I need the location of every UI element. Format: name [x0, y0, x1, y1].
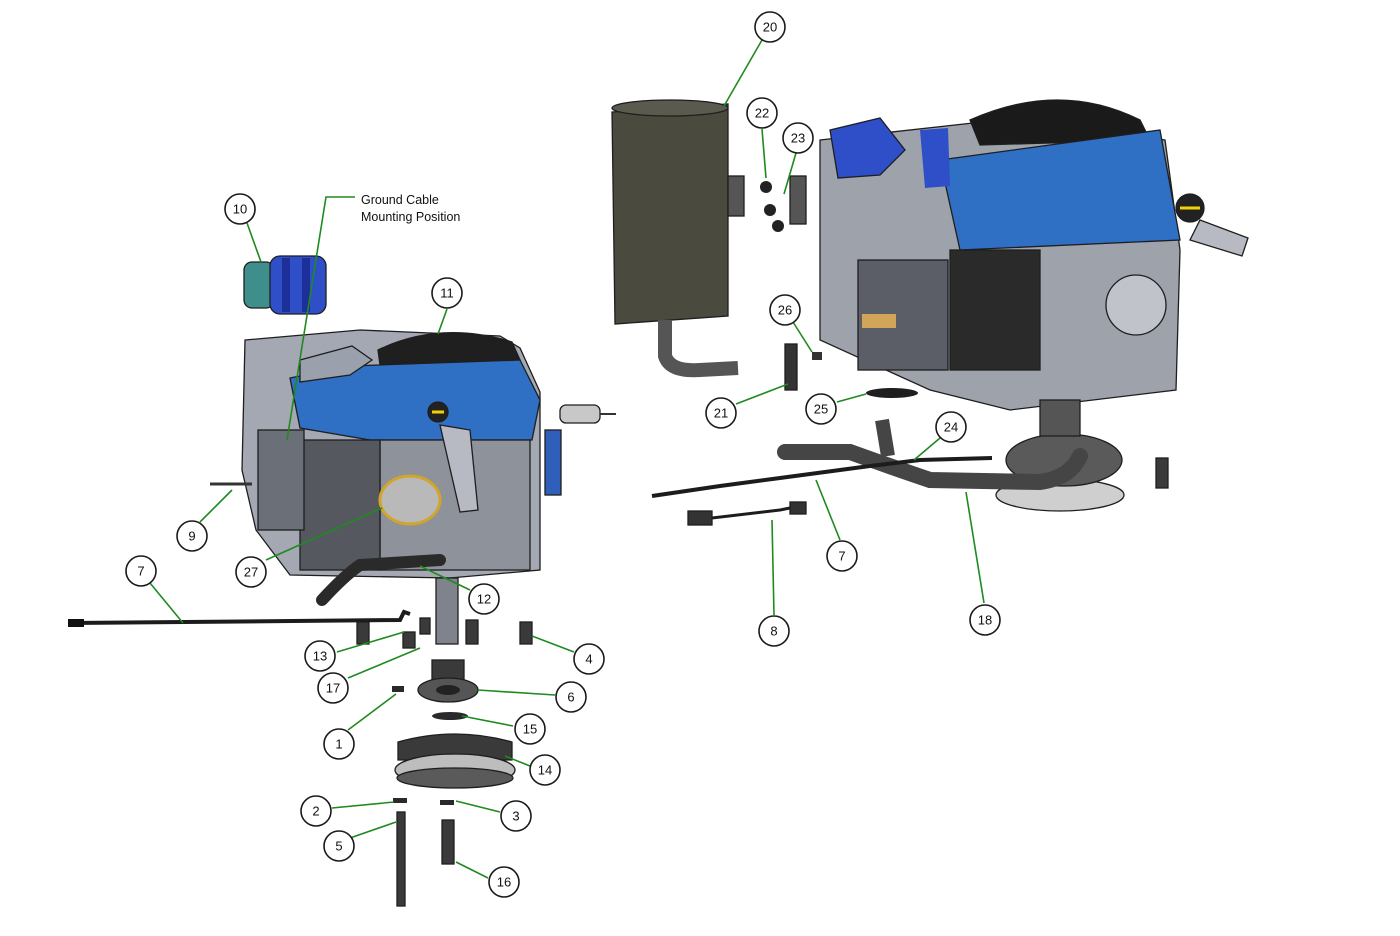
callout-14: 14	[529, 754, 561, 786]
left-wire-harness	[68, 609, 411, 627]
crankshaft	[435, 577, 459, 645]
lead-part-8	[687, 501, 807, 526]
callout-5: 5	[323, 830, 355, 862]
svg-text:5: 5	[335, 839, 342, 854]
ground-cable-annotation: Ground Cable Mounting Position	[286, 193, 460, 441]
svg-text:16: 16	[497, 875, 511, 890]
svg-text:26: 26	[778, 303, 792, 318]
callout-26: 26	[769, 294, 801, 326]
callout-10: 10	[224, 193, 256, 225]
annotation-line-1: Ground Cable	[361, 193, 439, 207]
svg-text:17: 17	[326, 681, 340, 696]
right-engine-block	[819, 99, 1249, 512]
callout-21: 21	[705, 397, 737, 429]
right-engine-assembly	[611, 99, 1249, 526]
callout-7-left: 7	[125, 555, 157, 587]
callout-6: 6	[555, 681, 587, 713]
callout-9: 9	[176, 520, 208, 552]
svg-text:18: 18	[978, 613, 992, 628]
air-filter-part	[243, 255, 327, 315]
washer-part-3	[440, 800, 454, 805]
svg-text:12: 12	[477, 592, 491, 607]
svg-text:15: 15	[523, 722, 537, 737]
svg-text:23: 23	[791, 131, 805, 146]
bolt-part-5	[396, 811, 406, 907]
callout-1: 1	[323, 728, 355, 760]
left-bolts	[356, 617, 533, 649]
callout-22: 22	[746, 97, 778, 129]
svg-text:27: 27	[244, 565, 258, 580]
nut-part-23b	[772, 220, 784, 232]
callout-18: 18	[969, 604, 1001, 636]
callout-15: 15	[514, 713, 546, 745]
svg-text:21: 21	[714, 406, 728, 421]
svg-text:1: 1	[335, 737, 342, 752]
callout-16: 16	[488, 866, 520, 898]
nut-part-22	[760, 181, 772, 193]
svg-text:22: 22	[755, 106, 769, 121]
callout-17: 17	[317, 672, 349, 704]
callout-8: 8	[758, 615, 790, 647]
left-engine-block	[210, 329, 616, 606]
svg-text:9: 9	[188, 529, 195, 544]
gasket-part-25	[866, 388, 918, 398]
bolt-part-16	[441, 819, 455, 865]
muffler-part-20	[611, 99, 745, 378]
clip-part-26	[812, 352, 822, 360]
callout-4: 4	[573, 643, 605, 675]
clutch-part-14	[394, 733, 516, 789]
callout-20: 20	[754, 11, 786, 43]
svg-text:8: 8	[770, 624, 777, 639]
right-bolt	[1155, 457, 1169, 489]
callout-13: 13	[304, 640, 336, 672]
callout-11: 11	[431, 277, 463, 309]
svg-text:10: 10	[233, 202, 247, 217]
svg-text:13: 13	[313, 649, 327, 664]
left-engine-assembly	[68, 255, 616, 907]
svg-text:7: 7	[838, 549, 845, 564]
svg-text:3: 3	[512, 809, 519, 824]
spacer-part-15	[432, 712, 468, 720]
bracket-part-21	[784, 343, 798, 391]
callout-3: 3	[500, 800, 532, 832]
leader-lines	[149, 39, 985, 879]
svg-text:11: 11	[440, 286, 454, 301]
svg-text:25: 25	[814, 402, 828, 417]
svg-text:6: 6	[567, 690, 574, 705]
callout-7-right: 7	[826, 540, 858, 572]
washer-part-2	[393, 798, 407, 803]
key-part-1	[392, 686, 404, 692]
svg-text:4: 4	[585, 652, 592, 667]
svg-text:7: 7	[137, 564, 144, 579]
exhaust-pipe-part-18	[777, 444, 1088, 491]
callouts: 10 11 9 27 7 12 13 17 4 6 1 15 14 2 3 5 …	[125, 11, 1001, 898]
svg-text:2: 2	[312, 804, 319, 819]
callout-2: 2	[300, 795, 332, 827]
callout-25: 25	[805, 393, 837, 425]
svg-text:14: 14	[538, 763, 552, 778]
nut-part-23a	[764, 204, 776, 216]
annotation-line-2: Mounting Position	[361, 210, 460, 224]
svg-text:20: 20	[763, 20, 777, 35]
right-wire-harness	[651, 456, 993, 498]
callout-24: 24	[935, 411, 967, 443]
svg-text:24: 24	[944, 420, 958, 435]
callout-27: 27	[235, 556, 267, 588]
callout-23: 23	[782, 122, 814, 154]
pulley-part-6	[417, 659, 479, 703]
callout-12: 12	[468, 583, 500, 615]
